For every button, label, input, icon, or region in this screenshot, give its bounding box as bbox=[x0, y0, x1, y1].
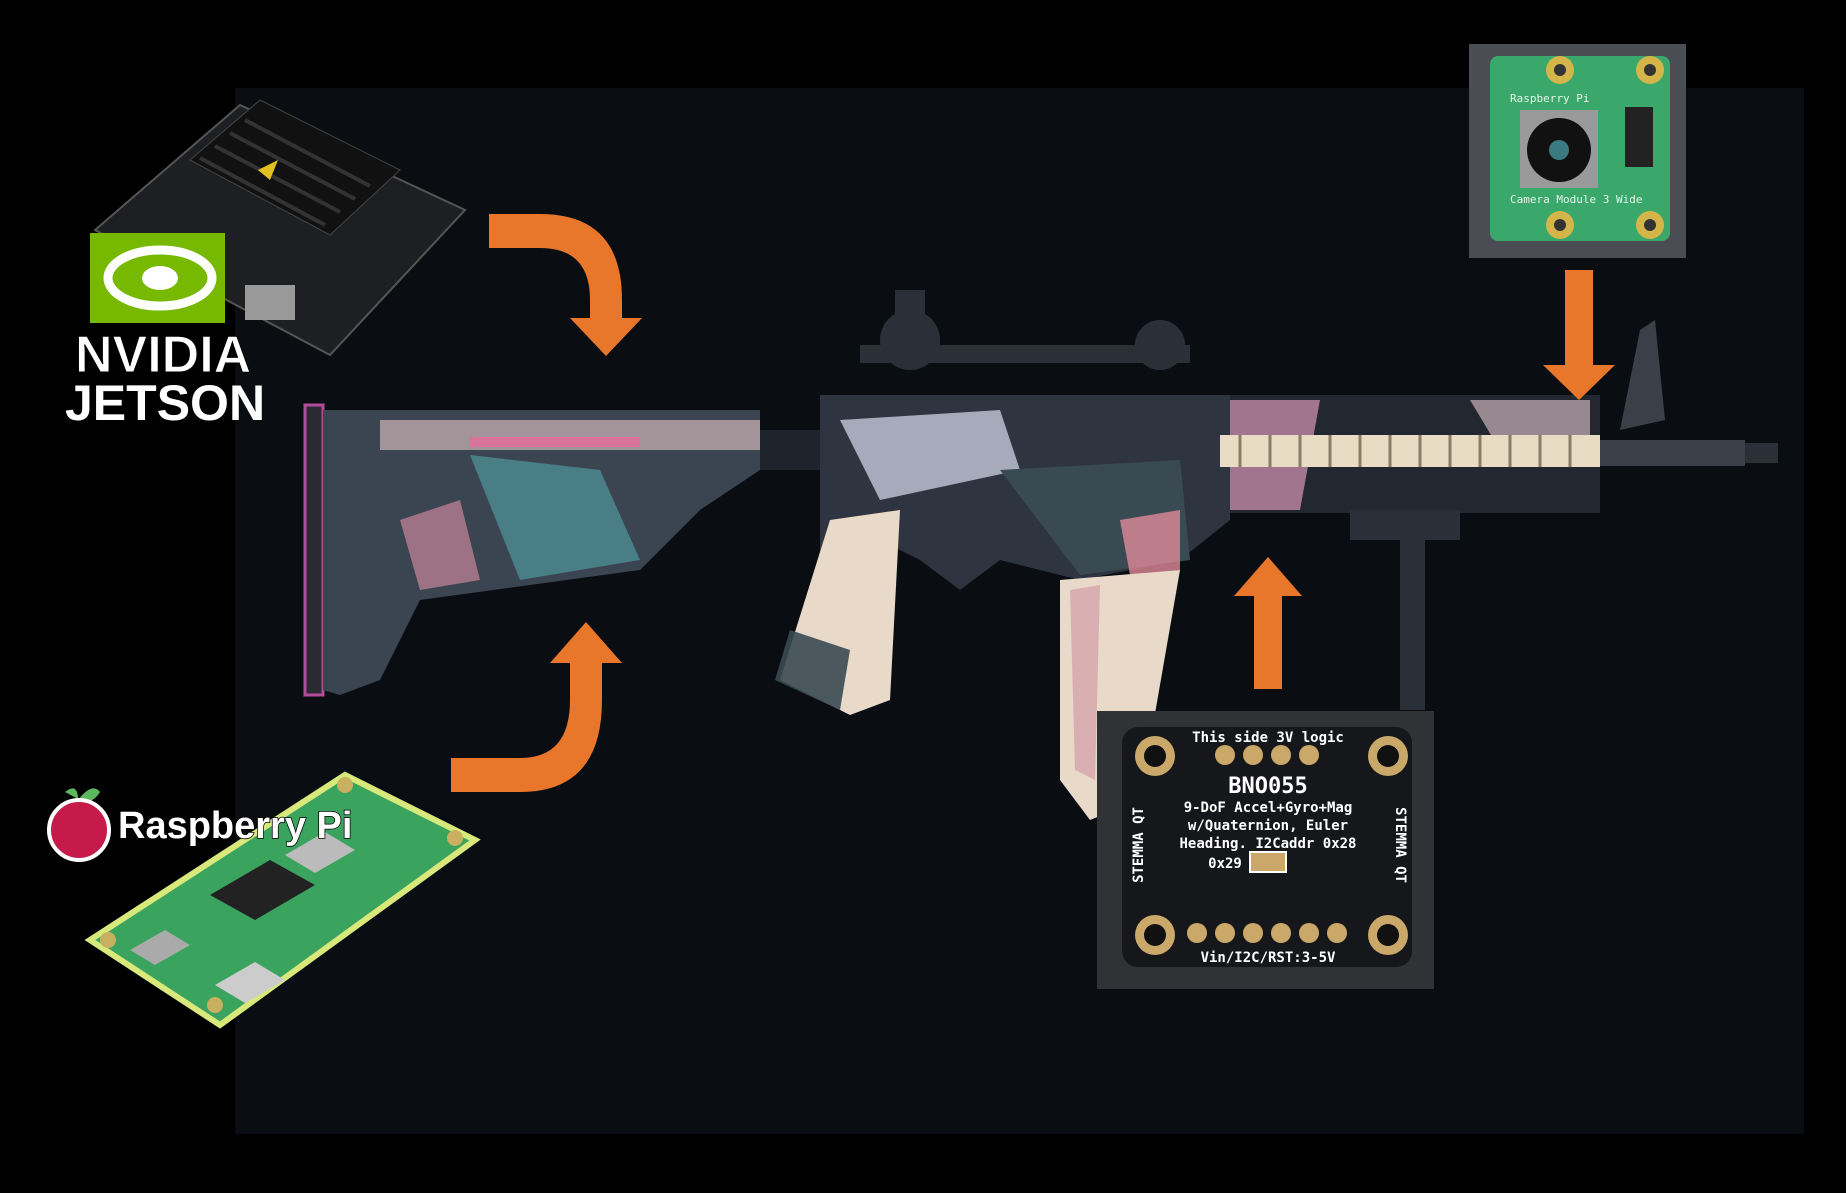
imu-alt-address: 0x29 bbox=[1208, 856, 1242, 872]
camera-module: Raspberry Pi Camera Module 3 Wide bbox=[1469, 44, 1686, 258]
nvidia-jetson-board bbox=[90, 99, 467, 357]
imu-desc-line1: 9-DoF Accel+Gyro+Mag bbox=[1184, 800, 1353, 816]
nvidia-logo-icon bbox=[90, 233, 225, 323]
address-jumper-pad bbox=[1249, 851, 1287, 873]
imu-desc-line2: w/Quaternion, Euler bbox=[1188, 818, 1348, 834]
jetson-brand-text: NVIDIA bbox=[75, 326, 251, 384]
rifle-illustration bbox=[303, 290, 1778, 820]
imu-top-label: This side 3V logic bbox=[1192, 730, 1344, 746]
arrow-imu-to-rifle bbox=[1234, 557, 1302, 689]
arrow-jetson-to-rifle bbox=[489, 214, 642, 356]
imu-desc-line3: Heading. I2Caddr 0x28 bbox=[1179, 836, 1356, 852]
raspberry-pi-board bbox=[47, 771, 481, 1029]
camera-model-text: Camera Module 3 Wide bbox=[1510, 193, 1642, 206]
camera-brand-text: Raspberry Pi bbox=[1510, 92, 1589, 105]
imu-bottom-label: Vin/I2C/RST:3-5V bbox=[1201, 950, 1336, 966]
imu-chip-name: BNO055 bbox=[1228, 774, 1307, 799]
raspberry-pi-logo-icon bbox=[47, 788, 111, 862]
bno055-imu-board: This side 3V logic BNO055 9-DoF Accel+Gy… bbox=[1097, 711, 1434, 989]
imu-side-label-left: STEMMA QT bbox=[1131, 807, 1147, 883]
background-panel bbox=[235, 88, 1804, 1134]
arrow-camera-to-rifle bbox=[1543, 270, 1615, 400]
jetson-product-text: JETSON bbox=[65, 375, 265, 431]
raspberry-pi-label: Raspberry Pi bbox=[118, 805, 352, 847]
arrow-raspberrypi-to-rifle bbox=[451, 622, 622, 792]
arrows bbox=[451, 214, 1615, 792]
imu-side-label-right: STEMMA QT bbox=[1392, 807, 1408, 883]
